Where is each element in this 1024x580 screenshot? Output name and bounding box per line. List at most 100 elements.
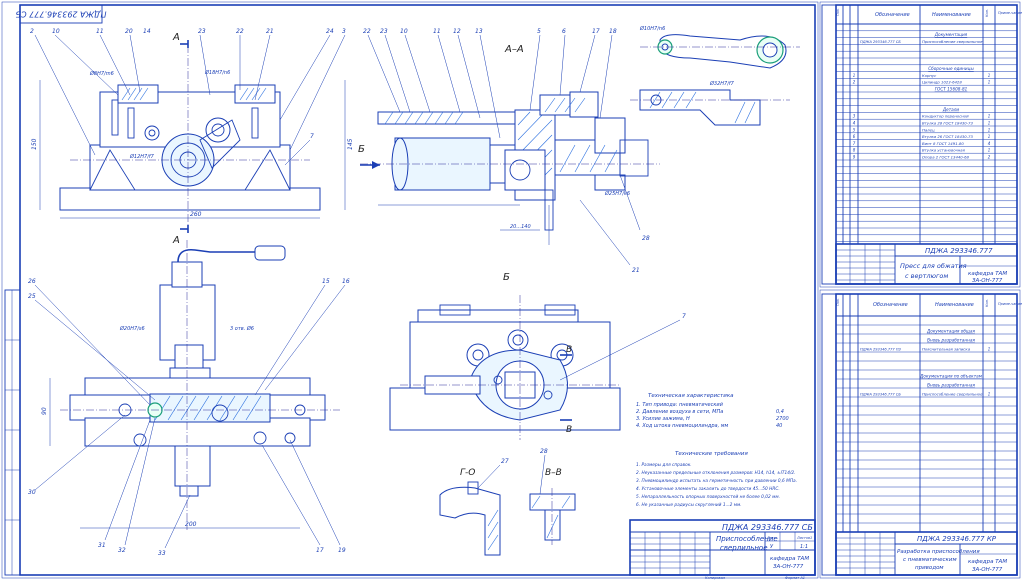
tech-req-line-2: 2. Неуказанные предельные отклонения раз… [636, 470, 796, 476]
pos-bottom-1: 26 [28, 278, 36, 285]
dim-label-d7: Ø20H7/s6 [119, 325, 145, 332]
section-aa-title: А–А [504, 44, 524, 55]
dim-bottom-width: 200 [185, 521, 197, 528]
pos-section-9: 17 [592, 28, 600, 35]
spec1-row-name: Втулка установочная [922, 148, 966, 153]
spec1-row-pos: 5 [853, 127, 856, 132]
spec2-tb-code: ПДЖА 293346.777 КР [917, 535, 997, 543]
tech-spec-line-4: 4. Ход штока пневмоцилиндра, мм [636, 423, 729, 429]
spec2-row-name: Приспособление сверлильное [922, 392, 983, 397]
pos-bottom-4: 31 [98, 542, 106, 549]
tech-req-line-5: 5. Непараллельность опорных поверхностей… [636, 494, 780, 500]
spec1-row-qty: 1 [988, 134, 991, 139]
spec1-row-name: Корпус [922, 73, 937, 78]
spec1-header-note: Приме-чание [998, 11, 1022, 15]
spec1-row-pos: 9 [853, 155, 856, 160]
spec2-tb-name-2: с пневматическим [903, 557, 957, 563]
spec1-row-name: Опора 2 ГОСТ 13440-68 [922, 155, 970, 160]
spec1-row-name: Приспособление сверлильное [922, 39, 983, 44]
pos-section-3: 10 [400, 28, 408, 35]
spec1-row-name: Документация [934, 32, 968, 37]
top-left-view: А А 260 150 145 Ø8H7/m6 Ø12H7/f7 Ø18H7/n… [30, 28, 354, 246]
spec2-tb-org-2: ЗА-ОН-777 [972, 567, 1003, 573]
spec2-row-code: ПДЖА 293346.777 ПЗ [860, 348, 902, 352]
dim-label-d6: Ø32H7/f7 [709, 80, 735, 87]
spec2-row-qty: 1 [988, 347, 991, 352]
dim-top-width: 260 [190, 211, 202, 218]
spec2-row-name: Пояснительная записка [922, 347, 971, 352]
tech-spec-value-2: 0,4 [776, 409, 784, 415]
main-tb-format: Формат А1 [785, 576, 805, 580]
detail-views: Г-О 27 В–В 28 [439, 448, 576, 556]
detail-go-title: Г-О [460, 468, 475, 478]
spec2-header-note: Приме-чание [998, 302, 1022, 306]
pos-bottom-7: 16 [342, 278, 350, 285]
tech-spec-title: Техническая характеристика [648, 393, 734, 399]
dim-label-d3: Ø18H7/n6 [204, 69, 230, 76]
main-tb-lit: У [770, 544, 774, 550]
spec1-row-pos: 7 [853, 141, 856, 146]
spec1-row-name: Винт 8 ГОСТ 1491-80 [922, 141, 964, 146]
spec1-row-pos: 4 [853, 121, 856, 126]
pos-detail-2: 28 [540, 448, 548, 455]
pos-section-2: 23 [380, 28, 388, 35]
pos-bottom-6: 33 [158, 550, 166, 557]
pos-top-left-1: 2 [30, 28, 34, 35]
pos-section-5: 12 [453, 28, 461, 35]
main-sheet: ПДЖА 293346.777 СБ [1, 1, 819, 579]
pos-top-left-10: 3 [342, 28, 346, 35]
pos-top-left-4: 20 [125, 28, 133, 35]
pos-bottom-8: 15 [322, 278, 330, 285]
dim-left-height: 150 [31, 138, 38, 150]
spec2-header-pos: Поз. [836, 298, 840, 306]
pos-section-6: 13 [475, 28, 483, 35]
spec1-row-code: ПДЖА 293346.777 СБ [860, 40, 901, 44]
pos-top-left-6: 22 [236, 28, 244, 35]
pos-top-left-9: 24 [326, 28, 334, 35]
spec1-row-qty: 1 [988, 73, 991, 78]
main-tb-name-1: Приспособление [716, 535, 778, 543]
spec1-row-name: Кондуктор переносной [922, 114, 969, 119]
main-tb-sheets: 1 [810, 536, 812, 540]
pos-top-left-11: 7 [310, 133, 314, 140]
pos-bottom-2: 25 [28, 293, 36, 300]
view-b-v-label-2: В [566, 425, 572, 435]
spec1-row-qty: 2 [988, 155, 991, 160]
main-tb-scale: 1:1 [800, 544, 808, 550]
spec1-row-name: Цилиндр 1023-6428 [922, 80, 962, 85]
pos-detail-1: 27 [501, 458, 509, 465]
spec1-row-qty: 1 [988, 114, 991, 119]
spec1-row-qty: 4 [988, 141, 991, 146]
view-b-v-label-1: В [566, 345, 572, 355]
main-tb-copied: Копировал [705, 576, 726, 580]
spec2-row-qty: 1 [988, 392, 991, 397]
main-tb-org-2: ЗА-ОН-777 [773, 564, 804, 570]
tech-req-line-3: 3. Пневмоцилиндр испытать на герметичнос… [636, 478, 797, 484]
spec2-tb-name-3: приводом [915, 565, 944, 571]
dim-label-d8: 3 отв. Ø6 [230, 325, 254, 332]
spec1-row-pos: 2 [853, 80, 856, 85]
spec1-row-pos: 3 [853, 114, 856, 119]
spec1-tb-org-2: ЗА-ОН-777 [972, 278, 1003, 284]
spec1-header-code: Обозначение [875, 12, 910, 18]
spec1-row-name: Втулка 26 ГОСТ 18430-73 [922, 134, 974, 139]
pos-section-7: 5 [537, 28, 541, 35]
section-a-top-label: А [172, 32, 180, 43]
detail-vv-title: В–В [545, 468, 562, 478]
spec2-row-name: Вновь разработанная [927, 383, 975, 388]
spec1-row-name: Сборочные единицы [928, 66, 974, 71]
dim-label-d5: Ø10H7/n6 [639, 25, 665, 32]
spec1-tb-name-2: с вертлюгом [905, 272, 948, 280]
pos-section-11: 28 [642, 235, 650, 242]
spec1-row-qty: 1 [988, 121, 991, 126]
dim-bottom-height: 90 [41, 407, 48, 415]
pos-bottom-9: 19 [338, 547, 346, 554]
pos-bottom-3: 30 [28, 489, 36, 496]
pos-top-left-2: 10 [52, 28, 60, 35]
main-tb-org-1: кафедра ТАМ [770, 556, 809, 562]
spec-sheet-2: Поз. Обозначение Наименование Кол. Приме… [819, 289, 1022, 579]
pos-section-8: 6 [562, 28, 566, 35]
spec2-row-name: Вновь разработанная [927, 338, 975, 343]
spec2-tb-org-1: кафедра ТАМ [968, 559, 1007, 565]
left-binding-strip [4, 289, 21, 576]
